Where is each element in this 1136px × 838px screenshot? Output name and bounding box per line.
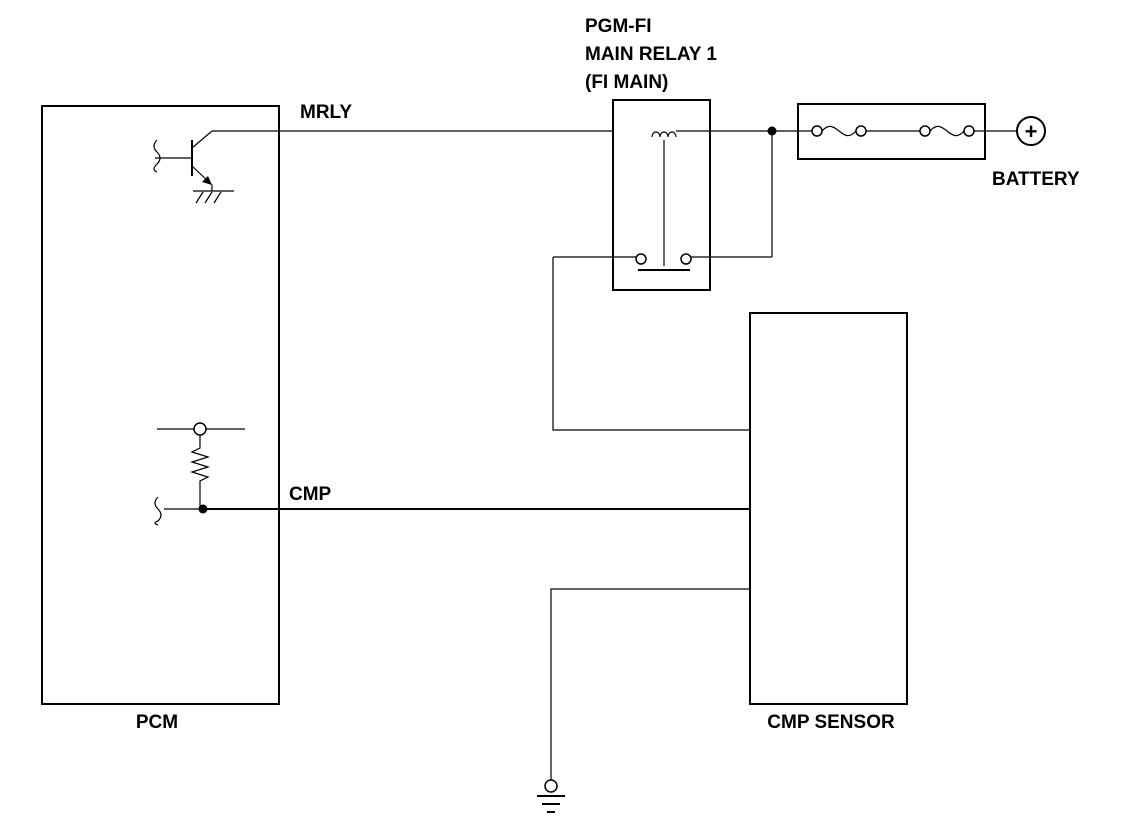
- pcm-label: PCM: [136, 712, 178, 733]
- ground-wire: [537, 588, 750, 813]
- battery-symbol: +: [1025, 119, 1038, 144]
- transistor-icon: [153, 130, 234, 204]
- relay-label-line3: (FI MAIN): [585, 72, 668, 93]
- relay-label-line1: PGM-FI: [585, 16, 652, 37]
- cmp-sensor-box: [749, 312, 908, 705]
- pcm-module: PCM: [41, 105, 280, 733]
- relay-coil-icon: [651, 130, 770, 266]
- battery: + BATTERY: [992, 116, 1080, 190]
- sensor-power-wire: [552, 257, 750, 431]
- cmp-sensor: CMP SENSOR: [749, 312, 908, 733]
- battery-label: BATTERY: [992, 169, 1080, 190]
- mrly-label: MRLY: [300, 102, 352, 123]
- cmp-sensor-label: CMP SENSOR: [767, 712, 895, 733]
- fuse-block: [772, 103, 1017, 160]
- ground-icon: [537, 779, 565, 813]
- battery-terminal-icon: [1016, 116, 1046, 146]
- relay-box: [612, 99, 711, 291]
- resistor-icon: [154, 422, 245, 526]
- mrly-wire: MRLY: [212, 102, 652, 132]
- main-relay: PGM-FI MAIN RELAY 1 (FI MAIN): [553, 16, 777, 291]
- cmp-wire: CMP: [203, 484, 750, 510]
- relay-switch-icon: [635, 253, 692, 271]
- pcm-box: [41, 105, 280, 705]
- relay-label-line2: MAIN RELAY 1: [585, 44, 717, 65]
- cmp-label: CMP: [289, 484, 332, 505]
